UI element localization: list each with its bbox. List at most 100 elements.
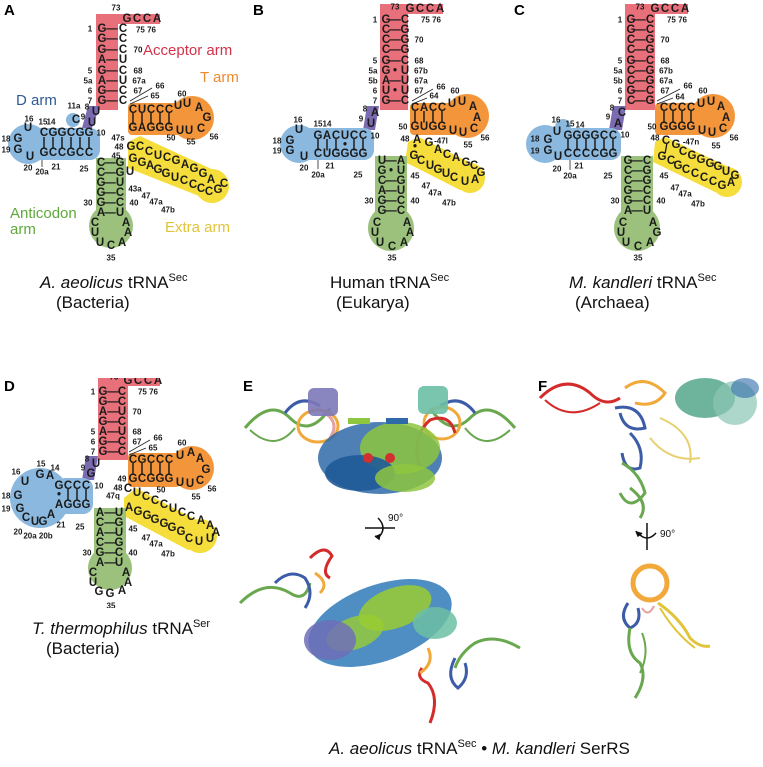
svg-text:50: 50 — [399, 123, 408, 132]
svg-text:G: G — [646, 65, 655, 77]
organism-name-enzyme: M. kandleri — [491, 739, 576, 758]
svg-text:A: A — [212, 527, 220, 539]
svg-text:68: 68 — [134, 67, 143, 76]
caption-a: A. aeolicus tRNASec — [40, 272, 188, 293]
svg-text:•: • — [393, 85, 397, 97]
svg-text:43a: 43a — [128, 185, 142, 194]
svg-text:U: U — [89, 577, 97, 589]
svg-text:|: | — [78, 137, 81, 149]
svg-text:20a: 20a — [35, 168, 49, 177]
svg-text:C: C — [147, 454, 155, 466]
svg-text:50: 50 — [648, 123, 657, 132]
svg-text:G: G — [643, 165, 652, 177]
svg-text:C: C — [96, 537, 104, 549]
svg-text:A: A — [614, 118, 622, 130]
svg-text:9: 9 — [81, 464, 86, 473]
svg-text:C: C — [450, 172, 458, 184]
svg-text:64: 64 — [430, 92, 439, 101]
svg-text:A: A — [99, 406, 107, 418]
svg-text:—: — — [389, 24, 401, 36]
panel-letter: D — [4, 378, 15, 395]
svg-text:|: | — [422, 111, 425, 123]
svg-text:47q: 47q — [106, 492, 120, 501]
svg-text:|: | — [431, 111, 434, 123]
organism-name: Human — [330, 273, 385, 292]
svg-text:U: U — [459, 127, 467, 139]
svg-text:G: G — [58, 127, 67, 139]
svg-text:—: — — [634, 75, 646, 87]
svg-text:25: 25 — [80, 165, 89, 174]
svg-text:—: — — [631, 195, 643, 207]
trna-superscript: Sec — [457, 738, 477, 750]
trna-3d-structure: 90° — [538, 378, 759, 699]
svg-text:U: U — [169, 503, 177, 515]
svg-text:75 76: 75 76 — [138, 388, 159, 397]
svg-text:25: 25 — [76, 523, 85, 532]
svg-text:C: C — [627, 65, 635, 77]
svg-text:G: G — [138, 454, 147, 466]
svg-text:A: A — [727, 177, 735, 189]
svg-text:—: — — [389, 14, 401, 26]
panel-e: E — [230, 378, 630, 767]
svg-text:—: — — [107, 426, 119, 438]
svg-text:G: G — [731, 170, 740, 182]
rotation-arrow-icon — [365, 517, 395, 541]
svg-text:45: 45 — [129, 525, 138, 534]
svg-text:30: 30 — [84, 199, 93, 208]
svg-text:A: A — [323, 130, 331, 142]
svg-text:C: C — [187, 511, 195, 523]
svg-text:64: 64 — [676, 93, 685, 102]
svg-text:55: 55 — [464, 141, 473, 150]
svg-text:35: 35 — [107, 254, 116, 263]
svg-text:18: 18 — [2, 492, 11, 501]
svg-text:G: G — [627, 24, 636, 36]
svg-text:10: 10 — [95, 482, 104, 491]
svg-text:45: 45 — [660, 172, 669, 181]
svg-text:C: C — [147, 104, 155, 116]
svg-text:G: G — [49, 127, 58, 139]
svg-text:75 76: 75 76 — [421, 16, 442, 25]
svg-text:|: | — [440, 111, 443, 123]
svg-text:1: 1 — [373, 16, 378, 25]
svg-text:56: 56 — [208, 485, 217, 494]
svg-text:G: G — [314, 130, 323, 142]
svg-text:U: U — [448, 98, 456, 110]
svg-text:C: C — [627, 95, 635, 107]
svg-text:C: C — [163, 152, 171, 164]
svg-text:G: G — [202, 464, 211, 476]
svg-text:G: G — [669, 121, 678, 133]
svg-text:35: 35 — [388, 254, 397, 263]
svg-text:C: C — [382, 34, 390, 46]
svg-text:G: G — [600, 148, 609, 160]
trna-superscript: Sec — [430, 272, 450, 284]
svg-text:U: U — [697, 98, 705, 110]
organism-name: M. kandleri — [569, 273, 653, 292]
svg-text:|: | — [84, 489, 87, 501]
svg-text:G: G — [87, 468, 96, 480]
svg-text:—: — — [104, 527, 116, 539]
svg-text:|: | — [149, 463, 152, 475]
svg-text:C: C — [646, 55, 654, 67]
svg-text:C: C — [119, 33, 127, 45]
svg-text:G: G — [359, 148, 368, 160]
svg-text:G: G — [55, 480, 64, 492]
svg-text:U: U — [341, 130, 349, 142]
trna-label: tRNA — [389, 273, 431, 292]
svg-text:C: C — [97, 157, 105, 169]
svg-text:A: A — [400, 237, 408, 249]
svg-text:C: C — [416, 3, 424, 15]
svg-text:C: C — [618, 107, 626, 119]
svg-text:C: C — [165, 454, 173, 466]
svg-text:G: G — [39, 516, 48, 528]
svg-text:G: G — [627, 55, 636, 67]
svg-text:—: — — [634, 55, 646, 67]
svg-text:C: C — [646, 85, 654, 97]
svg-text:U: U — [461, 176, 469, 188]
svg-text:U: U — [185, 125, 193, 137]
svg-text:67b: 67b — [659, 67, 673, 76]
svg-text:21: 21 — [326, 162, 335, 171]
svg-text:U: U — [195, 536, 203, 548]
svg-text:47a: 47a — [149, 198, 163, 207]
svg-text:C: C — [145, 146, 153, 158]
